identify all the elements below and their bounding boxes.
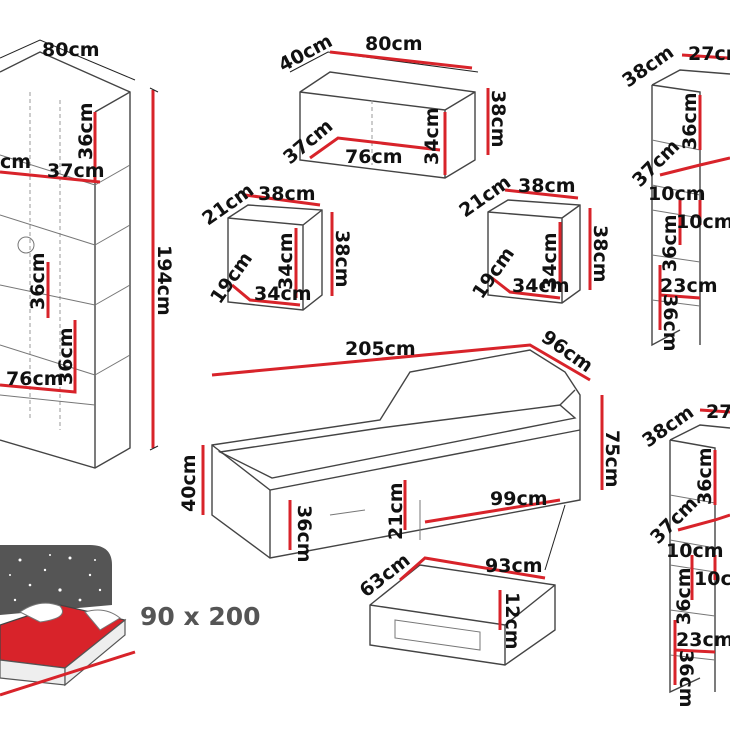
shelf-bottom [669, 408, 730, 694]
shelf-bottom-h-a-label: 36cm [694, 447, 716, 505]
shelf-top-h-c-label: 10cm [676, 211, 730, 233]
cube-right-inner-width-label: 34cm [512, 275, 570, 297]
bed-side-height-label: 40cm [178, 454, 200, 512]
pillow-2 [84, 609, 121, 631]
mattress-size-label: 90 x 200 [140, 602, 261, 631]
cube-left-inner-width-label: 34cm [254, 283, 312, 305]
cube-right-height-label: 38cm [589, 225, 611, 283]
headboard [0, 545, 112, 615]
pillow [19, 602, 63, 623]
wardrobe-shelf-h3-label: 36cm [55, 327, 77, 385]
shelf-bottom-h-b-label: 10cm [666, 540, 724, 562]
wardrobe-shelf-depth-label: 37cm [47, 160, 105, 182]
drawer-width-label: 93cm [485, 555, 543, 577]
bed-drawer-height-label: 36cm [293, 505, 315, 563]
bed-leg-gap-label: 21cm [385, 482, 407, 540]
shelf-top-h-a-label: 36cm [679, 92, 701, 150]
star-pattern [9, 554, 102, 602]
shelf-bottom-h-e-label: 36cm [675, 650, 697, 708]
mattress-dim-line [0, 650, 136, 697]
shelf-bottom-depth-label: 38cm [638, 401, 698, 452]
wall-cabinet-width-label: 80cm [365, 33, 423, 55]
bed-height-label: 75cm [601, 430, 623, 488]
shelf-bottom-width-label: 27cm [706, 401, 730, 423]
wardrobe-width-label: 80cm [42, 39, 100, 61]
cube-left [227, 193, 334, 311]
bed-depth-label: 96cm [537, 326, 597, 377]
bed-length-label: 205cm [345, 338, 416, 360]
wardrobe [0, 39, 159, 469]
shelf-bottom-h-d-label: 36cm [673, 567, 695, 625]
shelf-bottom-inner-width-label: 23cm [676, 629, 730, 651]
shelf-top [651, 53, 730, 347]
wardrobe-height-label: 194cm [153, 245, 175, 316]
cube-left-inner-height-label: 34cm [275, 232, 297, 290]
mattress-illustration [0, 545, 136, 697]
shelf-top-h-d-label: 36cm [659, 214, 681, 272]
wardrobe-shelf-h1-label: 36cm [75, 102, 97, 160]
wall-cabinet-inner-height-label: 34cm [421, 107, 443, 165]
cube-left-height-label: 38cm [331, 230, 353, 288]
shelf-bottom-h-c-label: 10cm [694, 568, 730, 590]
bed [201, 343, 604, 571]
wardrobe-shelf-depth-partial: cm [0, 151, 31, 173]
wall-cabinet-depth-label: 40cm [275, 30, 336, 76]
shelf-top-h-e-label: 36cm [659, 294, 681, 352]
shelf-top-depth-label: 38cm [618, 41, 678, 92]
drawer [369, 556, 556, 666]
cube-right-width-label: 38cm [518, 175, 576, 197]
shelf-top-width-label: 27cm [688, 43, 730, 65]
shelf-top-inner-width-label: 23cm [660, 275, 718, 297]
cube-right-depth-label: 21cm [455, 171, 515, 222]
shelf-top-h-b-label: 10cm [648, 183, 706, 205]
bed-drawer-width-label: 99cm [490, 488, 548, 510]
drawer-height-label: 12cm [501, 592, 523, 650]
cube-right [487, 188, 592, 304]
cube-right-inner-height-label: 34cm [539, 232, 561, 290]
wall-cabinet [289, 50, 490, 179]
wardrobe-drawer-width-label: 76cm [6, 368, 64, 390]
wall-cabinet-height-label: 38cm [487, 90, 509, 148]
wall-cabinet-inner-width-label: 76cm [345, 146, 403, 168]
wardrobe-shelf-h2-label: 36cm [27, 252, 49, 310]
cube-left-width-label: 38cm [258, 183, 316, 205]
